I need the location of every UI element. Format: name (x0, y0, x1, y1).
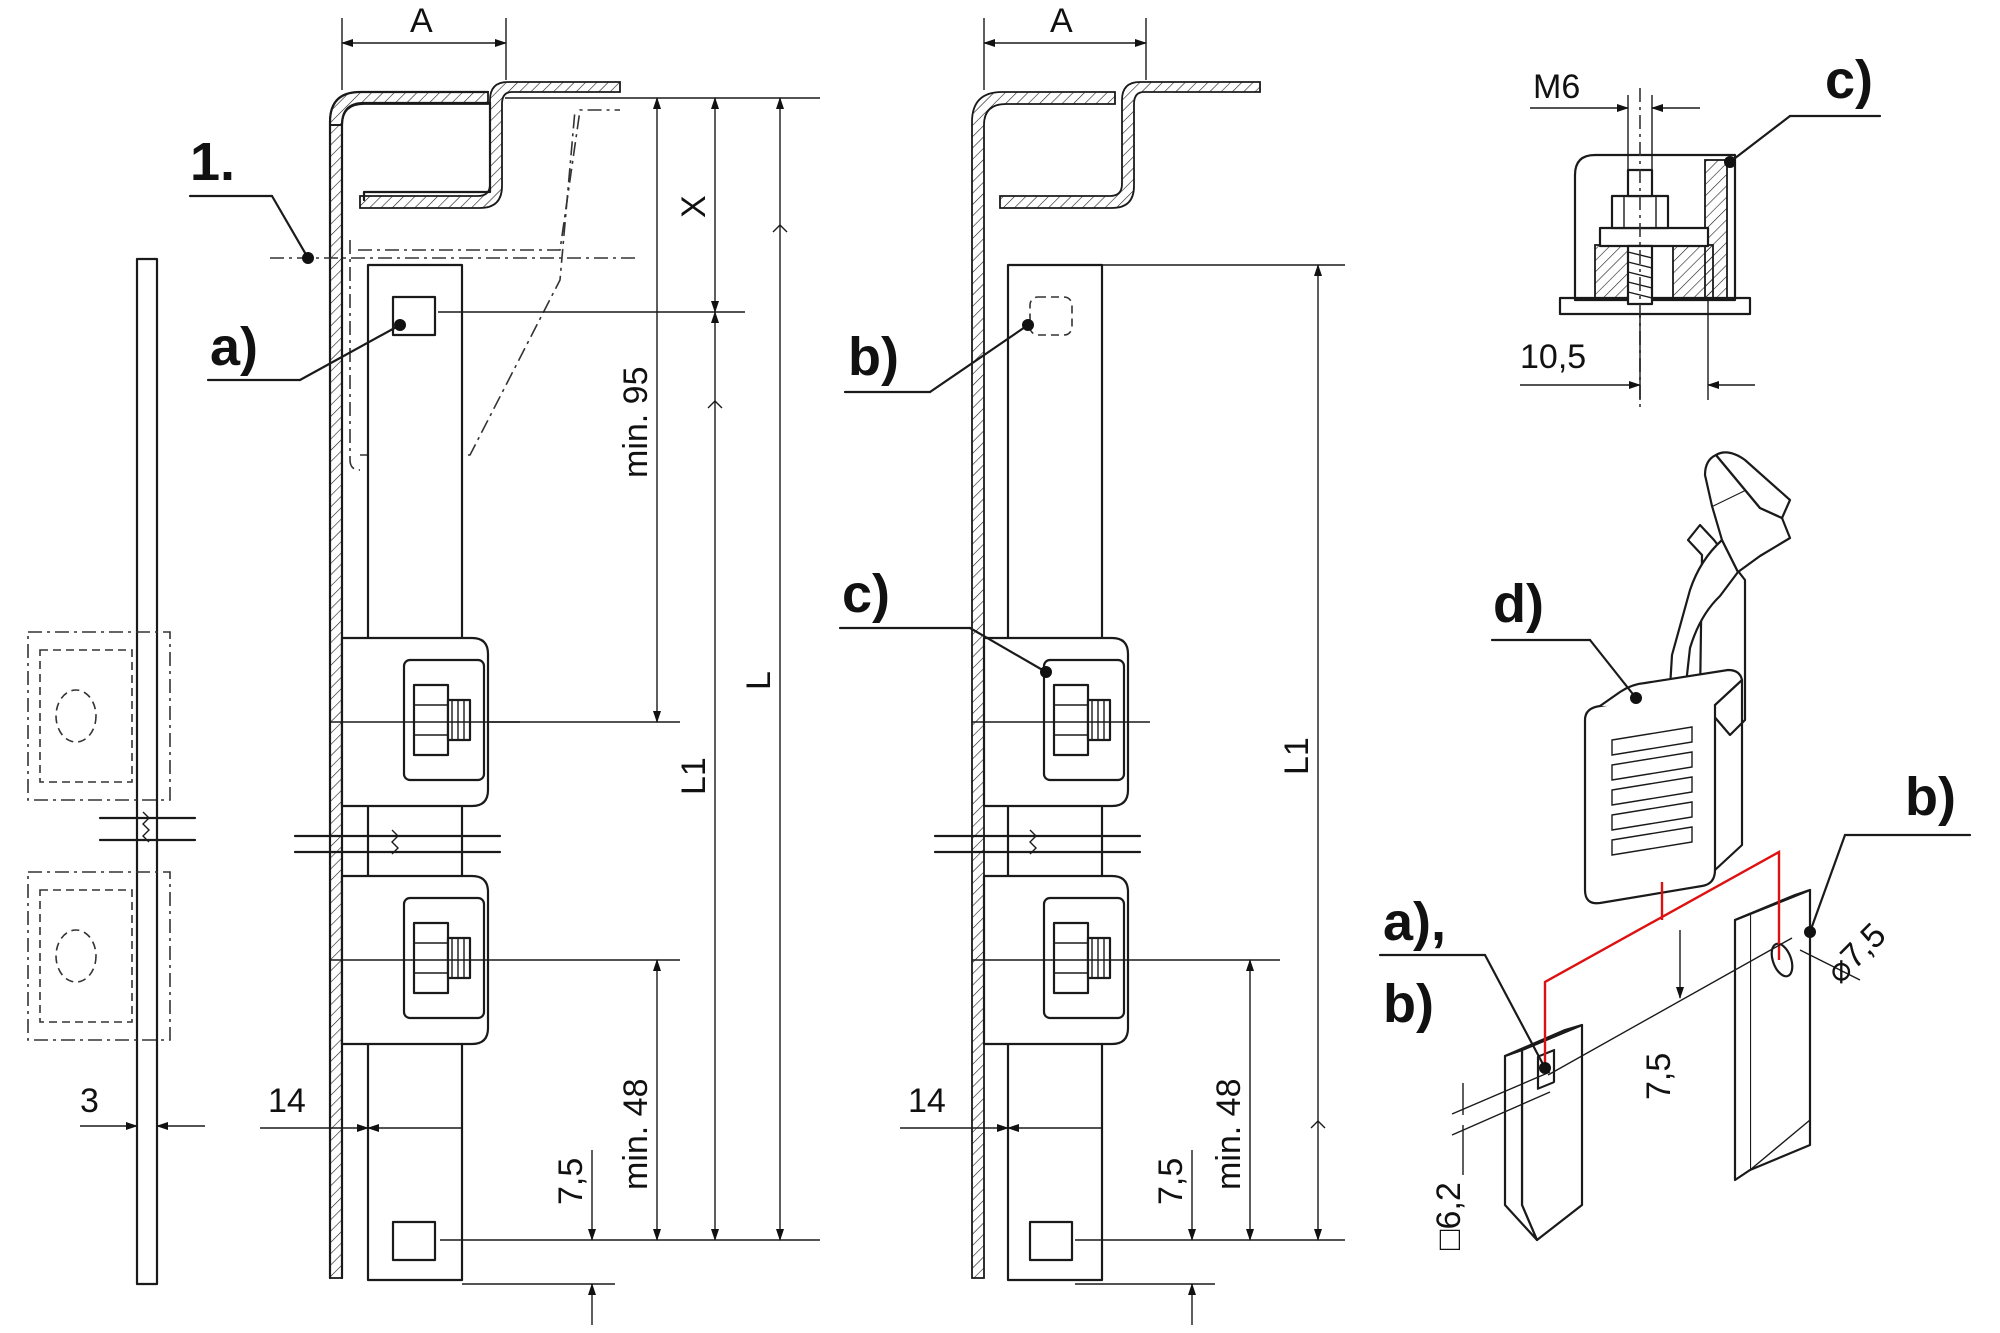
clamp-detail-section: M6 10,5 c) (1520, 50, 1882, 410)
dim-iso-dia7-5-label: ⌀7,5 (1819, 916, 1894, 991)
callout-1: 1. (190, 132, 235, 192)
dim-L1-mid-label: L1 (1278, 737, 1316, 775)
side-view-strip: 3 (27, 257, 205, 1286)
dim-14-mid-label: 14 (908, 1082, 946, 1120)
callout-ab-iso-line2: b) (1383, 974, 1434, 1034)
iso-handle-view: d) (1490, 451, 1792, 905)
dim-min48-mid-label: min. 48 (1210, 1079, 1248, 1191)
dim-7-5-left-label: 7,5 (552, 1158, 590, 1205)
left-clamp-upper (330, 636, 520, 808)
dim-14-left-label: 14 (268, 1082, 306, 1120)
dim-L1-left-label: L1 (675, 757, 713, 795)
middle-clamp-upper (972, 636, 1150, 808)
dim-iso-sq6-2-label: □6,2 (1430, 1182, 1468, 1250)
callout-c-mid: c) (842, 564, 890, 624)
callout-a-left: a) (210, 317, 258, 377)
iso-vent-slats (1611, 726, 1693, 856)
dim-X-label: X (675, 195, 713, 218)
dim-min95-label: min. 95 (617, 367, 655, 479)
left-assembly-view: A X min. 95 L1 L min. 48 7,5 14 (188, 2, 820, 1325)
dim-A-left-label: A (410, 2, 433, 40)
callout-c-detail: c) (1825, 50, 1873, 110)
callout-d-iso: d) (1493, 574, 1544, 634)
dim-7-5-mid-label: 7,5 (1152, 1158, 1190, 1205)
callout-b-iso: b) (1905, 767, 1956, 827)
iso-busbars: 7,5 □6,2 ⌀7,5 b) a), b) (1378, 767, 1972, 1250)
dim-A-mid-label: A (1050, 2, 1073, 40)
dim-iso-7-5-label: 7,5 (1640, 1053, 1678, 1100)
dim-L-label: L (740, 671, 778, 690)
callout-b-mid: b) (848, 327, 899, 387)
dim-10-5-label: 10,5 (1520, 338, 1586, 376)
left-clamp-lower (330, 874, 680, 1046)
dim-3-label: 3 (80, 1082, 99, 1120)
middle-assembly-view: A L1 min. 48 7,5 14 b) c) (838, 2, 1345, 1325)
middle-clamp-lower (972, 874, 1280, 1046)
callout-ab-iso-line1: a), (1383, 892, 1446, 952)
dim-min48-left-label: min. 48 (617, 1079, 655, 1191)
dim-M6-label: M6 (1533, 68, 1580, 106)
